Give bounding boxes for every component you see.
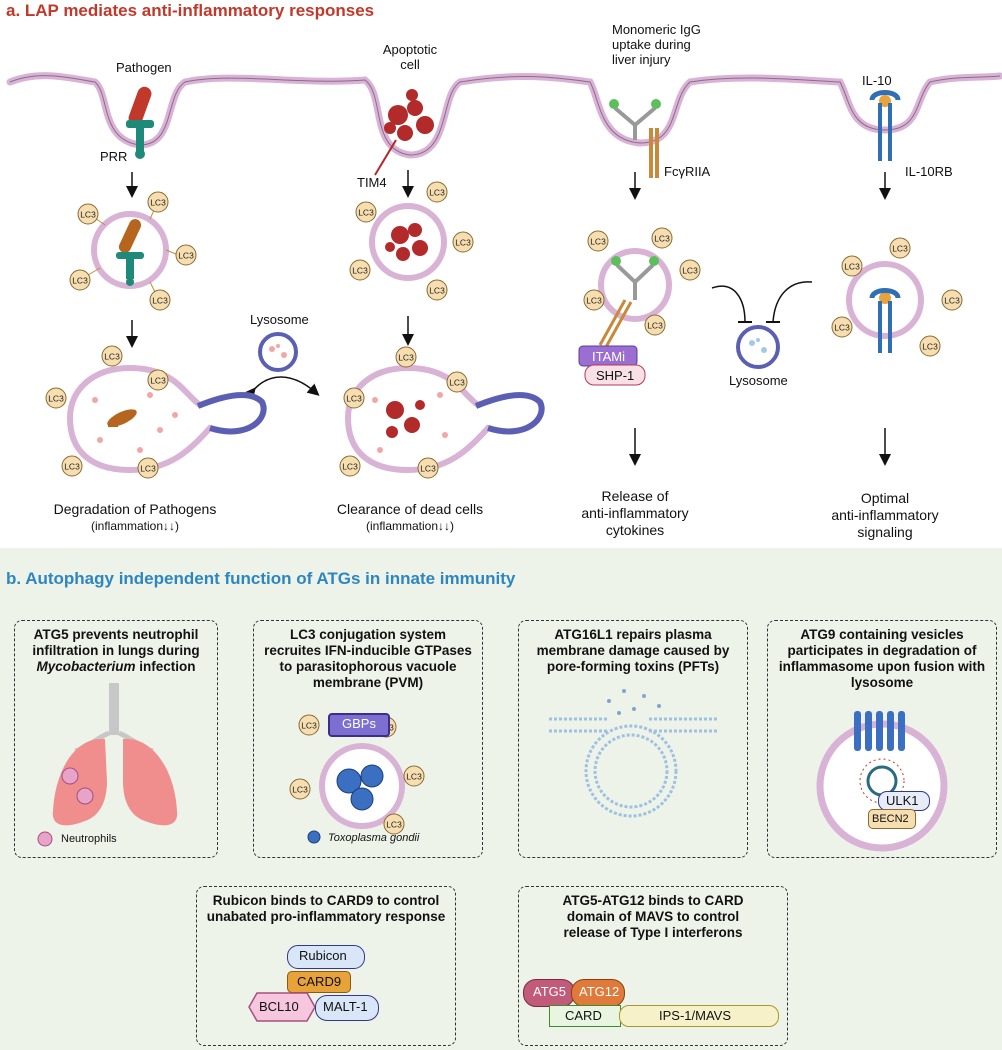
- malt1-label: MALT-1: [323, 999, 368, 1014]
- apoptotic-cell-icon: [384, 89, 434, 141]
- phagosome-il10: [831, 237, 963, 357]
- pathogen-icon: [128, 86, 152, 126]
- card9-badge: [287, 971, 351, 993]
- inhibition-line: [772, 281, 813, 323]
- plasma-membrane: [6, 72, 1002, 159]
- gbps-label: GBPs: [342, 716, 376, 731]
- box-lc3-gbps: LC3 conjugation system recruites IFN-ind…: [253, 620, 483, 858]
- box-atg5-neutrophil: ATG5 prevents neutrophil infiltration in…: [14, 620, 218, 858]
- neutrophils-legend: Neutrophils: [61, 833, 117, 845]
- tim4-line: [374, 139, 397, 176]
- lysosome-icon: [258, 332, 298, 372]
- membrane-repair-diagram: [549, 689, 719, 818]
- panel-b-title: b. Autophagy independent function of ATG…: [6, 569, 516, 588]
- box4-title: ATG9 containing vesicles participates in…: [778, 627, 986, 690]
- il10-label: IL-10: [862, 73, 892, 88]
- lungs-icon: [37, 683, 178, 847]
- box5-title: Rubicon binds to CARD9 to control unabat…: [206, 893, 446, 924]
- atg5-label: ATG5: [533, 984, 566, 999]
- mavs-badge: [619, 1005, 779, 1027]
- malt1-badge: [315, 995, 379, 1021]
- box1-title: ATG5 prevents neutrophil infiltration in…: [32, 627, 200, 674]
- fcgriia-receptor-icon: [649, 128, 659, 178]
- ulk1-label: ULK1: [886, 793, 919, 808]
- lysosome-label-2: Lysosome: [729, 373, 788, 388]
- card-label: CARD: [565, 1008, 602, 1023]
- lysosome-icon-2: [736, 325, 780, 369]
- box-atg9-inflammasome: ATG9 containing vesicles participates in…: [767, 620, 997, 858]
- prr-label: PRR: [100, 149, 128, 164]
- pathogen-label: Pathogen: [116, 60, 172, 75]
- itami-label: ITAMi: [592, 349, 625, 364]
- il10-receptor-icon: [869, 90, 901, 161]
- tim4-label: TIM4: [357, 175, 387, 190]
- box-rubicon-card9: Rubicon binds to CARD9 to control unabat…: [196, 886, 456, 1046]
- box-atg5-atg12-mavs: ATG5-ATG12 binds to CARD domain of MAVS …: [518, 886, 788, 1046]
- prr-receptor-icon: [126, 120, 154, 159]
- gbps-badge: [328, 713, 390, 737]
- rubicon-label: Rubicon: [299, 948, 347, 963]
- panel-a-title: a. LAP mediates anti-inflammatory respon…: [6, 1, 375, 20]
- il10rb-label: IL-10RB: [905, 164, 953, 179]
- phagosome-pathogen: [69, 191, 197, 311]
- inhibition-line: [711, 285, 746, 323]
- bcl10-shape: [248, 992, 316, 1022]
- toxoplasma-legend: Toxoplasma gondii: [328, 832, 420, 844]
- fusion-arrow: [243, 376, 320, 401]
- becn2-label: BECN2: [872, 813, 909, 825]
- mavs-label: IPS-1/MAVS: [659, 1008, 732, 1023]
- shp1-badge: [584, 364, 646, 386]
- phagosome-igg: [583, 227, 701, 348]
- shp1-label: SHP-1: [596, 368, 635, 383]
- phagolysosome-pathogen: [45, 345, 267, 479]
- pvm-diagram: LC3: [289, 714, 425, 844]
- box6-title: ATG5-ATG12 binds to CARD domain of MAVS …: [562, 893, 744, 940]
- box2-title: LC3 conjugation system recruites IFN-ind…: [264, 627, 472, 690]
- phagolysosome-apoptotic: [339, 346, 545, 479]
- rubicon-badge: [287, 945, 365, 969]
- lysosome-label: Lysosome: [250, 312, 309, 327]
- outcome-dead-cell-sub: (inflammation↓↓): [365, 519, 455, 533]
- fcgriia-label: FcγRIIA: [664, 164, 711, 179]
- card9-label: CARD9: [297, 974, 342, 989]
- igg-icon: [609, 99, 661, 140]
- box-atg16l1-membrane: ATG16L1 repairs plasma membrane damage c…: [518, 620, 748, 858]
- box3-title: ATG16L1 repairs plasma membrane damage c…: [536, 627, 730, 674]
- atg5-badge: [523, 979, 575, 1007]
- bcl10-label: BCL10: [259, 999, 299, 1014]
- phagosome-apoptotic: [349, 181, 474, 301]
- becn2-badge: [868, 809, 916, 829]
- panel-a-diagram: LC3: [6, 72, 1002, 479]
- atg12-label: ATG12: [579, 984, 620, 999]
- outcome-dead-cell-clearance: Clearance of dead cells: [336, 501, 484, 517]
- outcome-pathogen-degradation: Degradation of Pathogens: [53, 501, 217, 517]
- outcome-pathogen-sub: (inflammation↓↓): [90, 519, 180, 533]
